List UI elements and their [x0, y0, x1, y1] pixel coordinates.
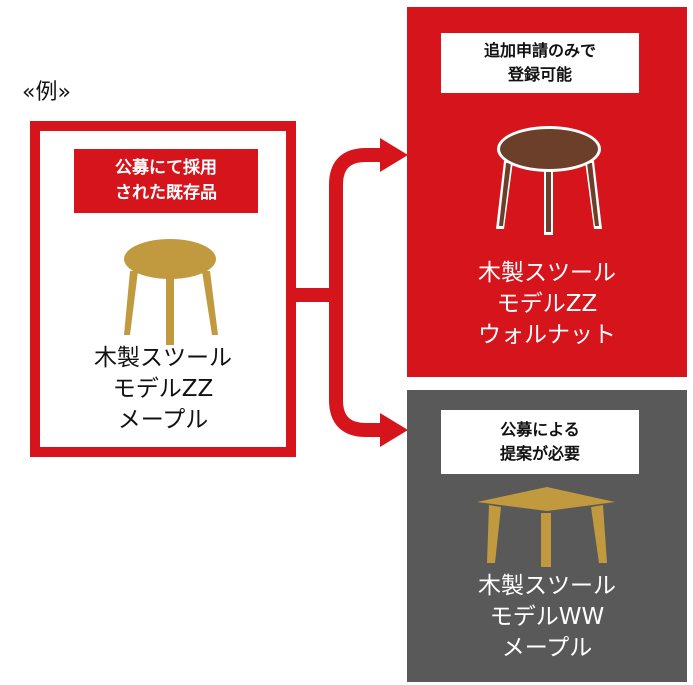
round-stool-maple-icon — [124, 239, 218, 345]
ww-stool-name: 木製スツール モデルWW メープル — [478, 573, 616, 661]
branch-arrows — [296, 138, 408, 447]
additional-application-banner: 追加申請のみで 登録可能 — [441, 33, 639, 93]
existing-item-box: 公募にて採用 された既存品 木製スツール モデルZZ メープル — [30, 121, 296, 457]
additional-application-box: 追加申請のみで 登録可能 木製スツール モデルZZ ウォルナット — [407, 7, 687, 377]
proposal-required-box: 公募による 提案が必要 木製スツール モデルWW メープル — [407, 390, 687, 682]
arrow-head-lower — [380, 413, 408, 447]
example-label: «例» — [22, 80, 71, 105]
existing-item-name: 木製スツール モデルZZ メープル — [94, 345, 232, 433]
square-stool-maple-icon — [477, 487, 615, 567]
walnut-stool-name: 木製スツール モデルZZ ウォルナット — [478, 260, 616, 348]
proposal-required-banner: 公募による 提案が必要 — [441, 410, 639, 474]
arrow-head-upper — [380, 138, 408, 172]
existing-item-banner: 公募にて採用 された既存品 — [74, 149, 258, 213]
round-stool-walnut-icon — [496, 126, 602, 235]
